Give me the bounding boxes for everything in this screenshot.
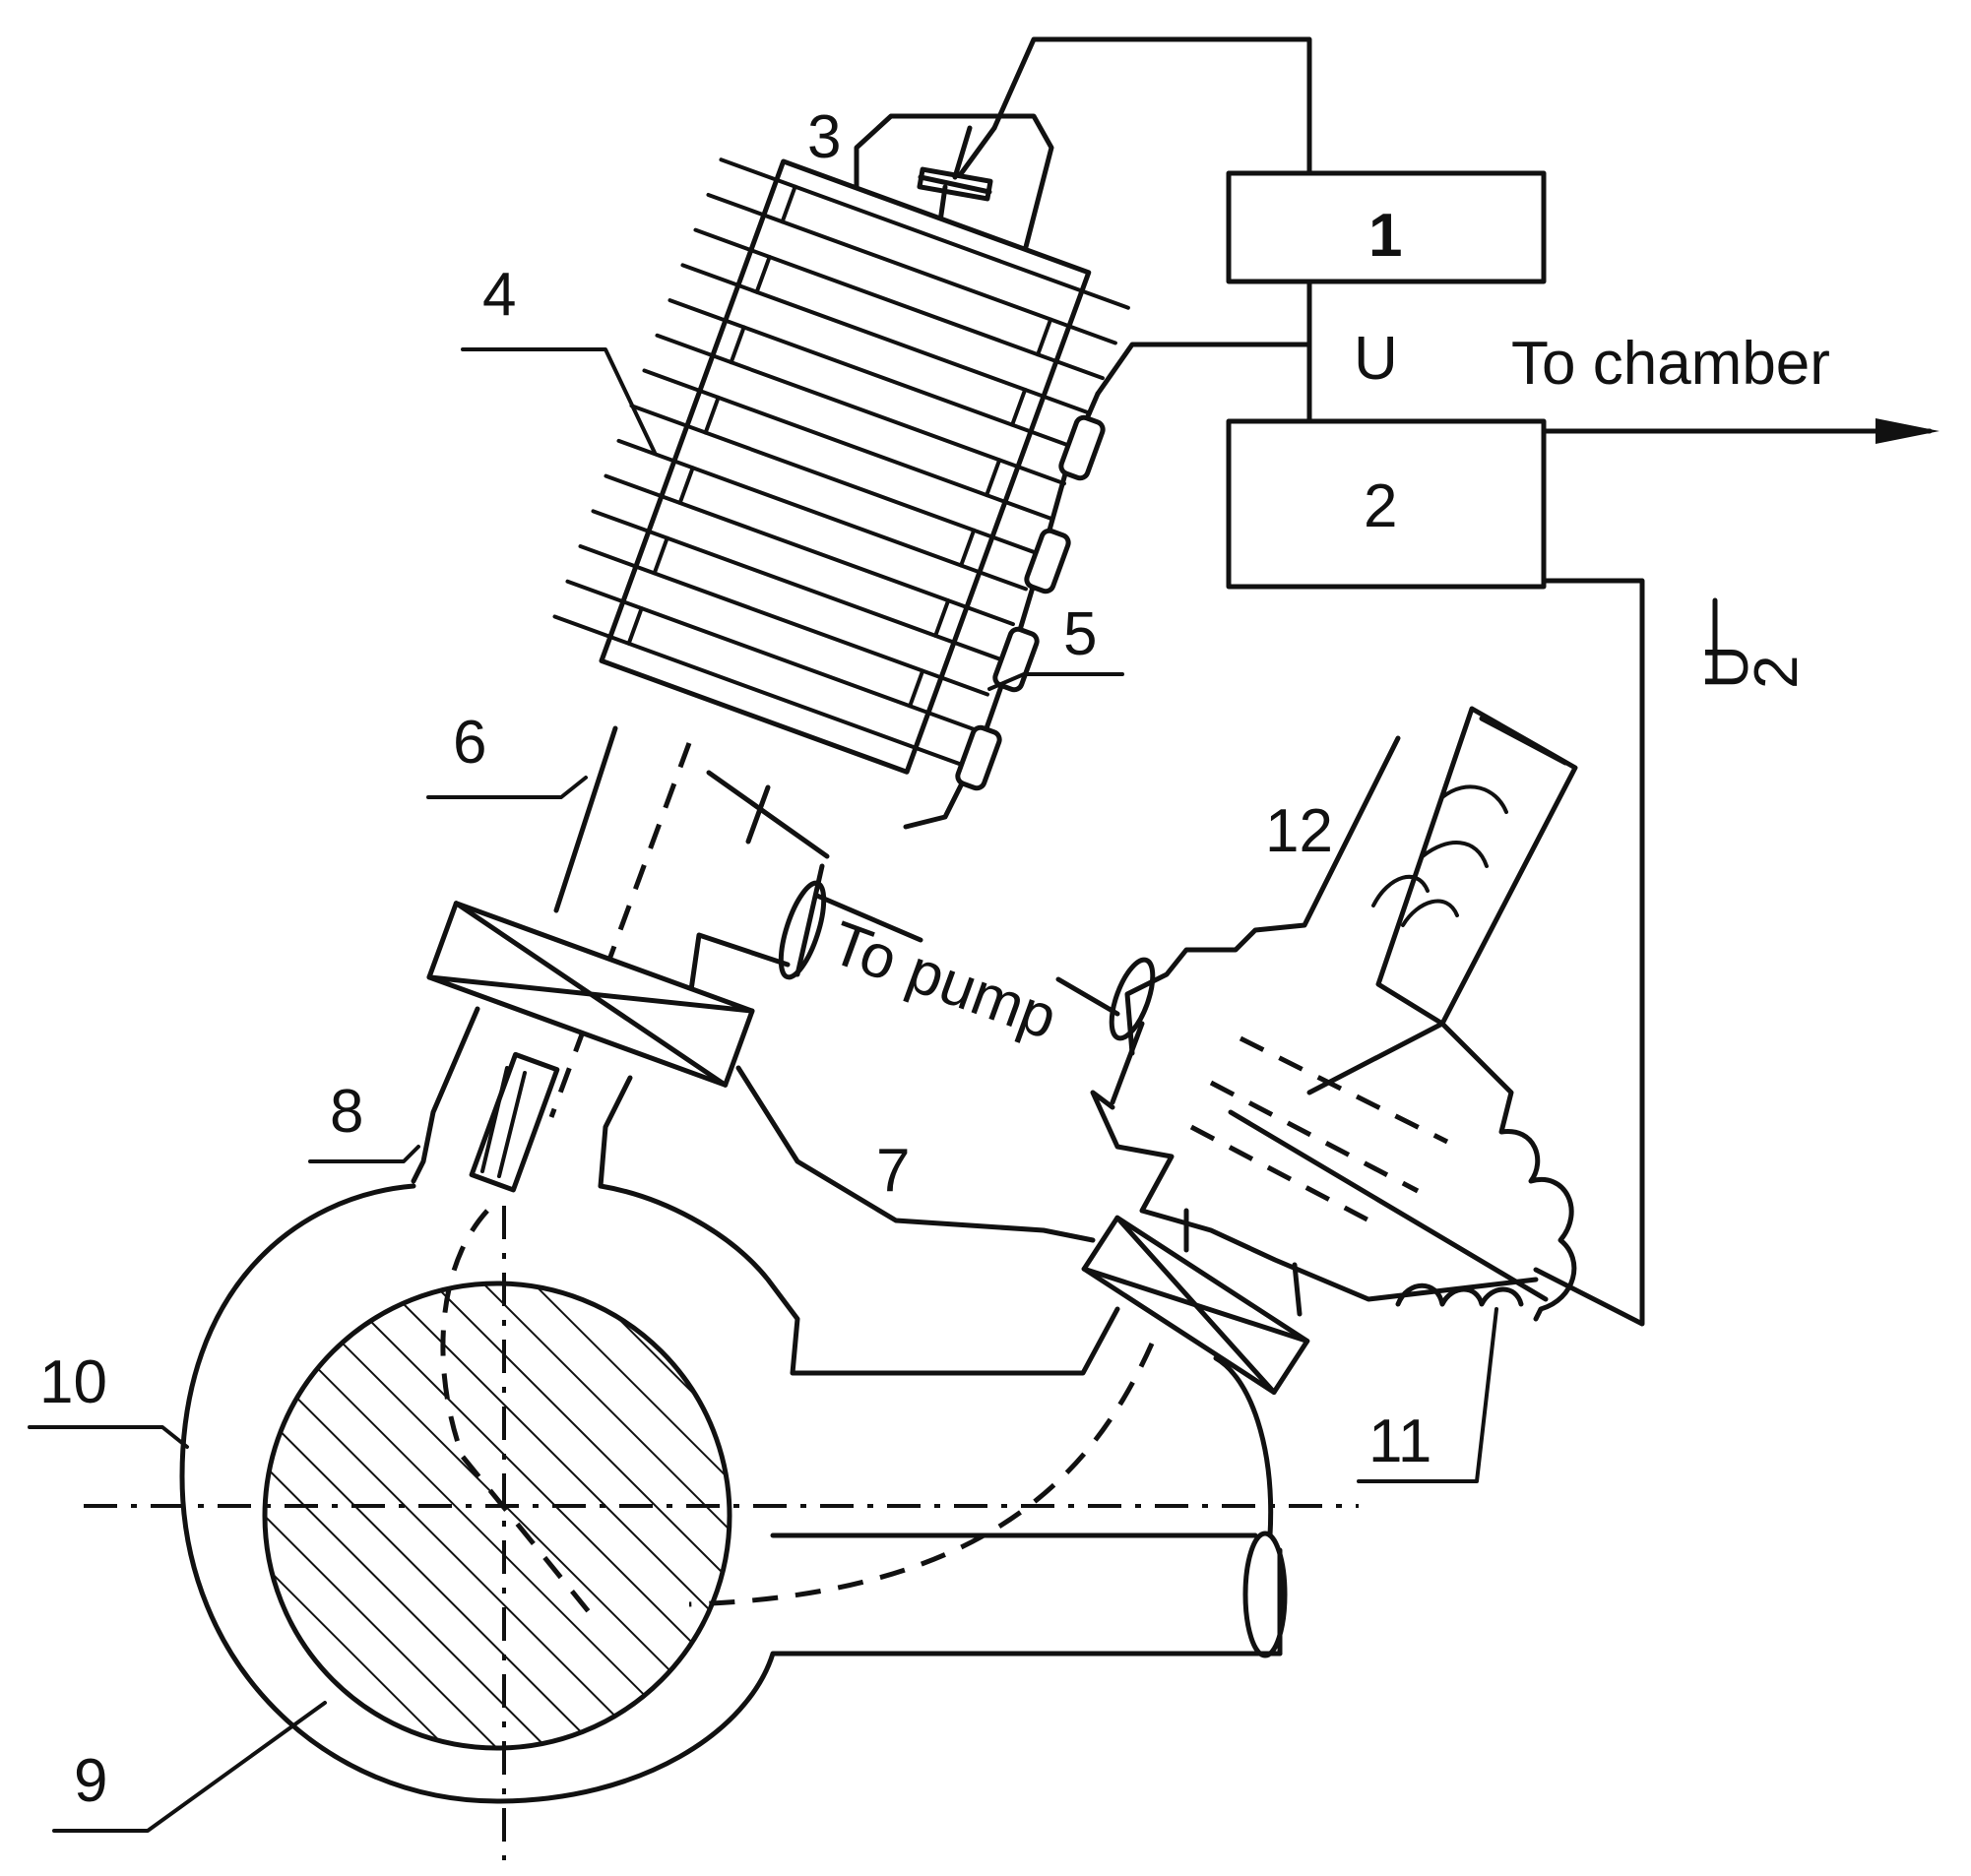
electrode-stack-4: [552, 157, 1130, 775]
label-9: 9: [74, 1747, 107, 1815]
u-half-wire: [1533, 578, 1645, 1327]
label-3: 3: [807, 103, 841, 171]
neck-8: [411, 1006, 633, 1193]
label-to-pump: To pump: [822, 908, 1065, 1052]
block-1: [1226, 170, 1547, 284]
label-u: U: [1354, 325, 1398, 393]
label-6: 6: [453, 709, 486, 777]
beam-path-upper: [440, 1209, 489, 1458]
wire-lamp: [991, 36, 1312, 176]
leader-lines: [28, 347, 1498, 1833]
hatched-disk-9: [262, 1281, 732, 1751]
beam-path-center: [461, 1455, 593, 1616]
label-5: 5: [1063, 600, 1097, 668]
label-1: 1: [1368, 202, 1402, 270]
electron-gun-11: [1055, 735, 1577, 1322]
beam-path-lower: [688, 1342, 1155, 1607]
neck-6: [548, 725, 923, 1118]
arrow-head: [1876, 418, 1939, 444]
chamber-10: [179, 1183, 1288, 1804]
label-12: 12: [1265, 797, 1333, 865]
valve-upper: [426, 901, 755, 1088]
wire-resistors: [1095, 342, 1312, 397]
svg-text:2: 2: [1743, 656, 1811, 689]
label-11: 11: [1368, 1407, 1431, 1475]
label-8: 8: [330, 1078, 363, 1146]
label-10: 10: [39, 1348, 107, 1416]
label-7: 7: [876, 1137, 910, 1205]
label-u-half: U 2: [1693, 597, 1811, 689]
block-2: [1226, 418, 1547, 590]
filament-12: [1371, 706, 1578, 1027]
svg-text:U: U: [1693, 645, 1761, 689]
resistor-chain-5: [903, 391, 1106, 830]
label-to-chamber: To chamber: [1511, 330, 1830, 398]
label-4: 4: [482, 261, 516, 329]
pipe-7: [735, 1065, 1096, 1243]
valve-lower: [1081, 1215, 1310, 1395]
lamp-3: [854, 113, 1054, 277]
label-2: 2: [1364, 472, 1397, 540]
